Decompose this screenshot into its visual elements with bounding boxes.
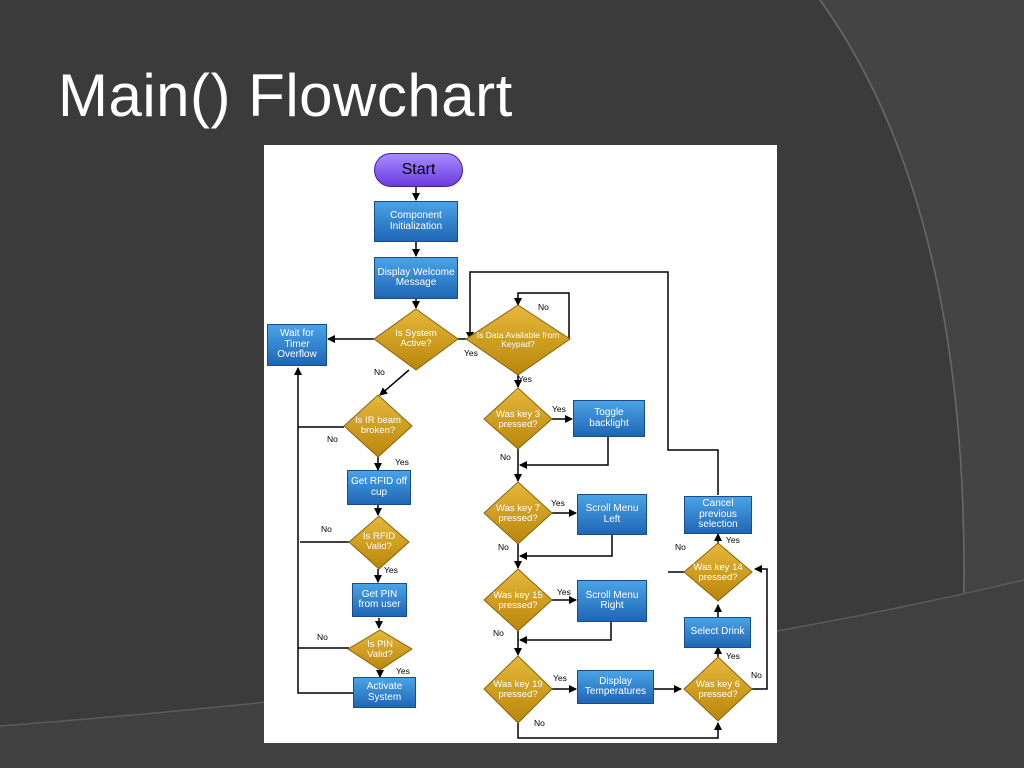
activate-system-box: Activate System [353,677,416,708]
label-no-key-14: No [675,542,686,552]
label-no-key-19: No [534,718,545,728]
label-no-system-active: No [374,367,385,377]
display-temperatures-box: Display Temperatures [577,670,654,704]
label-yes-system-active: Yes [464,348,478,358]
label-no-key-6: No [751,670,762,680]
select-drink-box: Select Drink [684,617,751,648]
label-yes-rfid-valid: Yes [384,565,398,575]
label-no-key-3: No [500,452,511,462]
scroll-menu-right-box: Scroll Menu Right [577,580,647,622]
component-initialization-box: Component Initialization [374,201,458,242]
start-terminal: Start [374,153,463,187]
decision-key-6-text: Was key 6 pressed? [696,679,740,700]
decision-key-3-text: Was key 3 pressed? [496,409,540,430]
label-no-key-7: No [498,542,509,552]
decision-ir-beam-text: Is IR beam broken? [355,415,401,436]
get-rfid-box: Get RFID off cup [347,470,411,505]
decision-key-15 [483,568,553,632]
label-yes-key-14: Yes [726,535,740,545]
decision-system-active-text: Is System Active? [395,328,437,349]
decision-key-19-text: Was key 19 pressed? [493,679,543,700]
decision-system-active [373,308,459,371]
label-no-key-15: No [493,628,504,638]
slide-title: Main() Flowchart [58,62,513,129]
decision-data-available [465,304,571,376]
decision-key-6 [683,656,753,722]
decision-key-15-text: Was key 15 pressed? [493,590,543,611]
label-yes-key-3: Yes [552,404,566,414]
flowchart-connectors [294,187,768,739]
label-yes-key-19: Yes [553,673,567,683]
decision-key-7 [483,481,553,545]
label-yes-data-available: Yes [518,374,532,384]
label-yes-key-7: Yes [551,498,565,508]
label-no-pin-valid: No [317,632,328,642]
display-welcome-box: Display Welcome Message [374,257,458,299]
flowchart-panel: Start Component Initialization Display W… [264,145,777,743]
decision-key-3 [483,387,553,450]
decision-rfid-valid [348,515,410,570]
decision-data-available-text: Is Data Available from Keypad? [476,330,560,349]
label-yes-key-6: Yes [726,651,740,661]
scroll-menu-left-box: Scroll Menu Left [577,494,647,535]
toggle-backlight-box: Toggle backlight [573,400,645,437]
decision-pin-valid [347,629,413,671]
decision-key-19 [483,655,553,724]
label-no-ir-beam: No [327,434,338,444]
wait-timer-box: Wait for Timer Overflow [267,324,327,366]
cancel-selection-box: Cancel previous selection [684,496,752,534]
label-yes-pin-valid: Yes [396,666,410,676]
decision-ir-beam [343,394,413,458]
decision-key-14 [683,542,753,602]
get-pin-box: Get PIN from user [352,583,407,617]
label-yes-key-15: Yes [557,587,571,597]
decision-rfid-valid-text: Is RFID Valid? [362,531,396,552]
decision-key-7-text: Was key 7 pressed? [496,503,540,524]
decision-key-14-text: Was key 14 pressed? [693,562,743,583]
label-no-rfid-valid: No [321,524,332,534]
label-yes-ir-beam: Yes [395,457,409,467]
decision-pin-valid-text: Is PIN Valid? [367,639,393,660]
label-no-data-loop: No [538,302,549,312]
